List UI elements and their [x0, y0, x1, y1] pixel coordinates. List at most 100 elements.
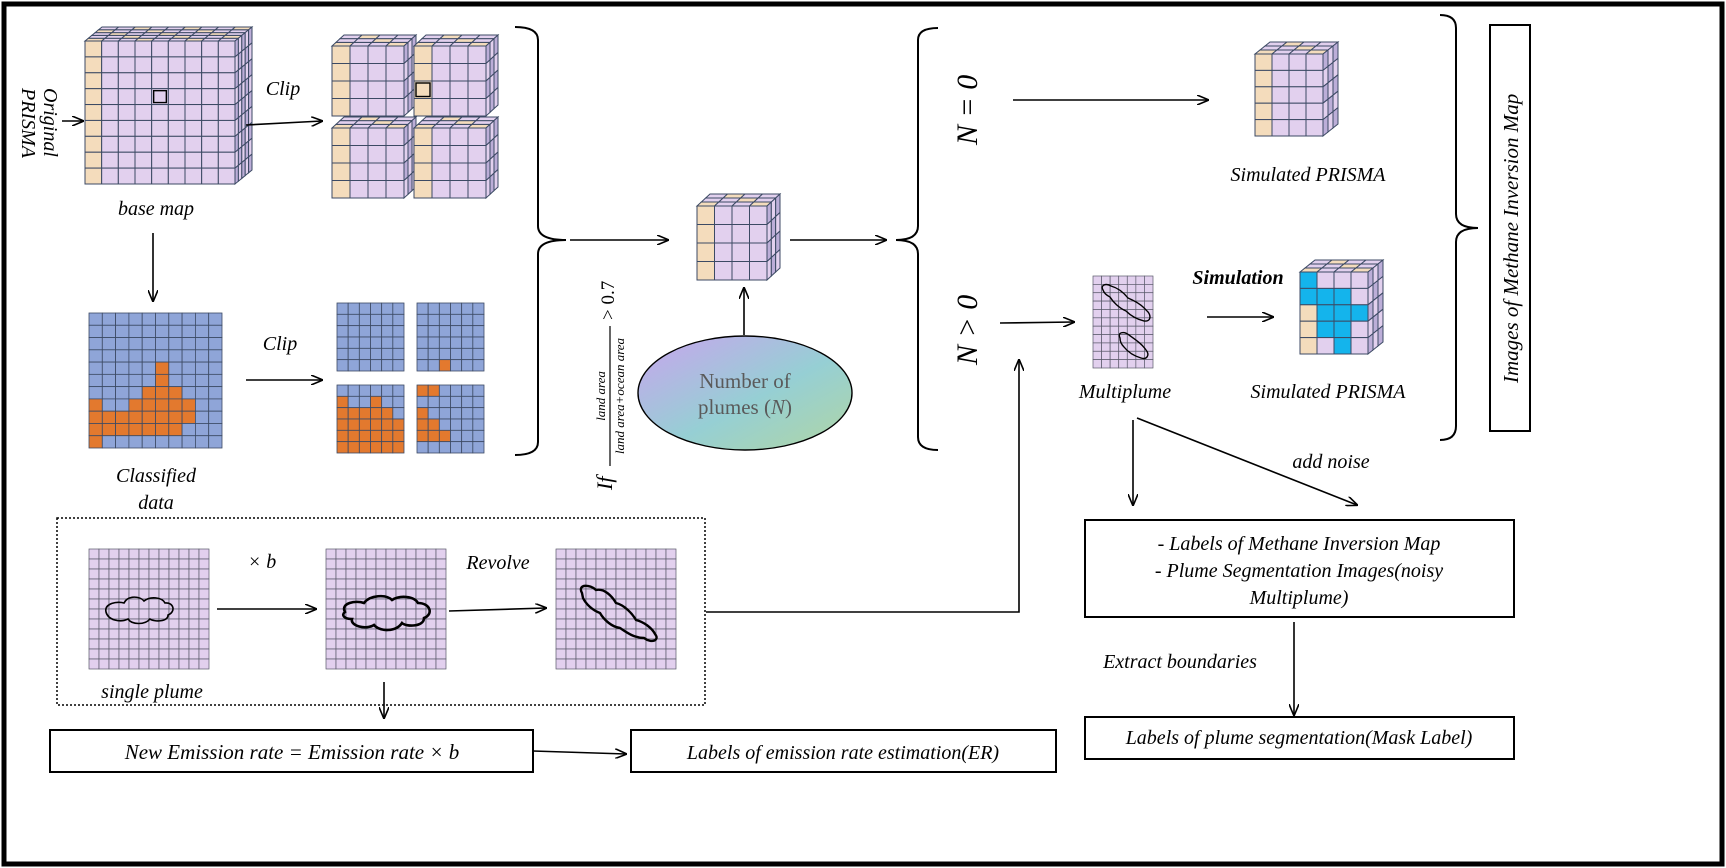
grid-cell: [555, 628, 567, 640]
grid-cell: [665, 568, 677, 580]
grid-cell: [178, 648, 190, 660]
cube-front-cell: [413, 98, 433, 117]
grid-cell: [128, 349, 143, 363]
grid-cell: [438, 429, 451, 443]
grid-cell: [98, 598, 110, 610]
cube-side-cell: [1372, 328, 1379, 352]
classified-label-2: data: [138, 492, 174, 514]
grid-cell: [1101, 325, 1111, 335]
arrow-n-positive: [999, 322, 1074, 323]
number-of-plumes-ellipse: [637, 335, 853, 451]
cube-front-cell: [431, 45, 451, 64]
grid-cell: [178, 638, 190, 650]
grid-cell: [128, 398, 143, 412]
grid-cell: [595, 658, 607, 670]
grid-cell: [325, 598, 337, 610]
grid-cell: [158, 658, 170, 670]
cube-front-cell: [467, 180, 487, 199]
grid-cell: [194, 423, 210, 437]
grid-cell: [188, 638, 200, 650]
cube-front-cell: [449, 45, 469, 64]
grid-cell: [88, 568, 100, 580]
cube-front-cell: [1299, 271, 1318, 289]
grid-cell: [208, 398, 223, 412]
grid-cell: [555, 598, 567, 610]
grid-cell: [101, 410, 117, 424]
grid-cell: [98, 618, 110, 630]
grid-cell: [194, 324, 210, 338]
grid-cell: [585, 648, 597, 660]
grid-cell: [427, 359, 440, 372]
grid-cell: [427, 395, 440, 409]
grid-cell: [194, 361, 210, 375]
revolve-label: Revolve: [465, 552, 529, 574]
grid-cell: [605, 548, 617, 560]
grid-cell: [1109, 325, 1120, 335]
grid-cell: [565, 608, 577, 620]
cube-front-cell: [696, 261, 715, 281]
grid-cell: [595, 628, 607, 640]
grid-cell: [158, 568, 170, 580]
grid-cell: [427, 347, 440, 361]
cube-side-cell: [775, 248, 781, 274]
grid-cell: [365, 578, 377, 590]
grid-cell: [1101, 309, 1111, 319]
grid-cell: [416, 336, 429, 349]
grid-cell: [138, 628, 150, 640]
cube-front-cell: [184, 151, 203, 169]
cube-front-cell: [184, 72, 203, 90]
cube-front-cell: [167, 88, 186, 106]
classified-clip-grid-1: [336, 302, 405, 372]
grid-cell: [435, 618, 447, 630]
cube-front-cell: [117, 135, 136, 153]
cube-front-cell: [349, 127, 369, 146]
grid-cell: [347, 407, 360, 420]
grid-cell: [1109, 359, 1120, 369]
grid-cell: [1109, 334, 1120, 344]
grid-cell: [115, 398, 130, 412]
grid-cell: [370, 347, 383, 361]
cube-front-cell: [1254, 119, 1273, 137]
base-map-cube: [83, 25, 254, 186]
grid-cell: [461, 302, 474, 315]
grid-cell: [381, 395, 394, 409]
grid-cell: [168, 423, 183, 437]
cube-front-cell: [1305, 53, 1324, 71]
grid-cell: [345, 658, 357, 670]
grid-cell: [645, 558, 657, 570]
grid-cell: [118, 598, 130, 610]
grid-cell: [345, 548, 357, 560]
grid-cell: [355, 548, 367, 560]
grid-cell: [358, 429, 371, 443]
grid-cell: [605, 568, 617, 580]
grid-cell: [198, 578, 210, 590]
grid-cell: [555, 588, 567, 600]
grid-cell: [575, 638, 587, 650]
cube-front-cell: [449, 127, 469, 146]
grid-cell: [595, 568, 607, 580]
grid-cell: [635, 558, 647, 570]
cube-front-cell: [1316, 304, 1335, 322]
grid-cell: [395, 558, 407, 570]
grid-cell: [138, 658, 150, 670]
grid-cell: [347, 441, 360, 454]
grid-cell: [88, 373, 103, 388]
cube-front-cell: [117, 72, 136, 90]
grid-cell: [625, 648, 637, 660]
grid-cell: [88, 648, 100, 660]
grid-cell: [128, 648, 140, 660]
grid-cell: [158, 638, 170, 650]
grid-cell: [188, 588, 200, 600]
cube-front-cell: [714, 205, 733, 225]
cube-front-cell: [84, 167, 103, 185]
grid-cell: [565, 588, 577, 600]
grid-cell: [1092, 342, 1102, 352]
cube-front-cell: [1299, 304, 1318, 322]
cube-front-cell: [449, 98, 469, 117]
grid-cell: [347, 302, 360, 315]
grid-cell: [365, 638, 377, 650]
grid-cell: [461, 429, 474, 443]
cube-front-cell: [201, 119, 219, 137]
grid-cell: [435, 608, 447, 620]
grid-cell: [625, 568, 637, 580]
